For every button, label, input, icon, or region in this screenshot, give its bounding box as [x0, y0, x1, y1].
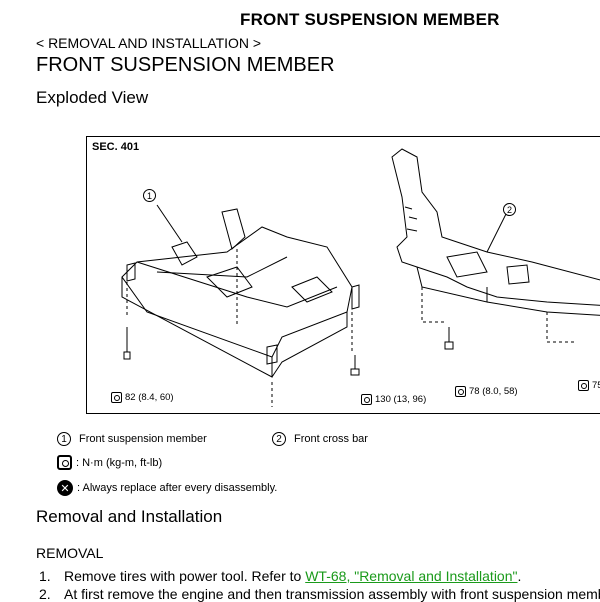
step-2: 2. At first remove the engine and then tr… — [39, 586, 600, 602]
torque-value: 130 (13, 96) — [375, 394, 427, 405]
step-text: At first remove the engine and then tran… — [64, 586, 600, 602]
callout-1: 1 — [143, 189, 156, 202]
section-title: FRONT SUSPENSION MEMBER — [36, 54, 335, 76]
legend-torque: : N·m (kg-m, ft-lb) — [57, 455, 162, 470]
torque-value: 78 (8.0, 58) — [469, 386, 518, 397]
legend-replace-label: : Always replace after every disassembly… — [77, 482, 278, 494]
page-header: FRONT SUSPENSION MEMBER — [240, 10, 500, 29]
torque-value: 82 (8.4, 60) — [125, 392, 174, 403]
removal-installation-heading: Removal and Installation — [36, 507, 223, 526]
torque-icon — [111, 392, 122, 403]
legend-item-2-label: Front cross bar — [294, 433, 368, 445]
breadcrumb: < REMOVAL AND INSTALLATION > — [36, 35, 262, 51]
torque-spec-2: 130 (13, 96) — [361, 394, 426, 405]
legend-item-1: 1 Front suspension member — [57, 432, 207, 446]
removal-subheading: REMOVAL — [36, 545, 104, 561]
torque-value: 75 — [592, 380, 600, 391]
step-number: 2. — [39, 586, 51, 602]
torque-wrench-icon — [57, 455, 72, 470]
torque-spec-1: 82 (8.4, 60) — [111, 392, 174, 403]
step-text-end: . — [517, 568, 522, 584]
replace-icon: ✕ — [57, 480, 73, 496]
torque-spec-3: 78 (8.0, 58) — [455, 386, 518, 397]
wt-68-link[interactable]: WT-68, "Removal and Installation" — [305, 568, 518, 584]
exploded-view-heading: Exploded View — [36, 88, 149, 107]
sec-label: SEC. 401 — [92, 141, 140, 153]
torque-icon — [578, 380, 589, 391]
legend-item-2: 2 Front cross bar — [272, 432, 368, 446]
callout-1-icon: 1 — [57, 432, 71, 446]
legend-torque-label: : N·m (kg-m, ft-lb) — [76, 456, 163, 469]
exploded-view-drawing — [121, 148, 600, 407]
step-text: Remove tires with power tool. Refer to — [64, 568, 306, 584]
exploded-view-figure: SEC. 401 — [86, 136, 600, 414]
step-1: 1. Remove tires with power tool. Refer to… — [39, 568, 521, 584]
torque-icon — [361, 394, 372, 405]
torque-icon — [455, 386, 466, 397]
callout-2-icon: 2 — [272, 432, 286, 446]
legend-item-1-label: Front suspension member — [79, 433, 207, 445]
callout-2: 2 — [503, 203, 516, 216]
torque-spec-4: 75 — [578, 380, 600, 391]
step-number: 1. — [39, 568, 51, 584]
legend-replace: ✕ : Always replace after every disassemb… — [57, 480, 277, 496]
